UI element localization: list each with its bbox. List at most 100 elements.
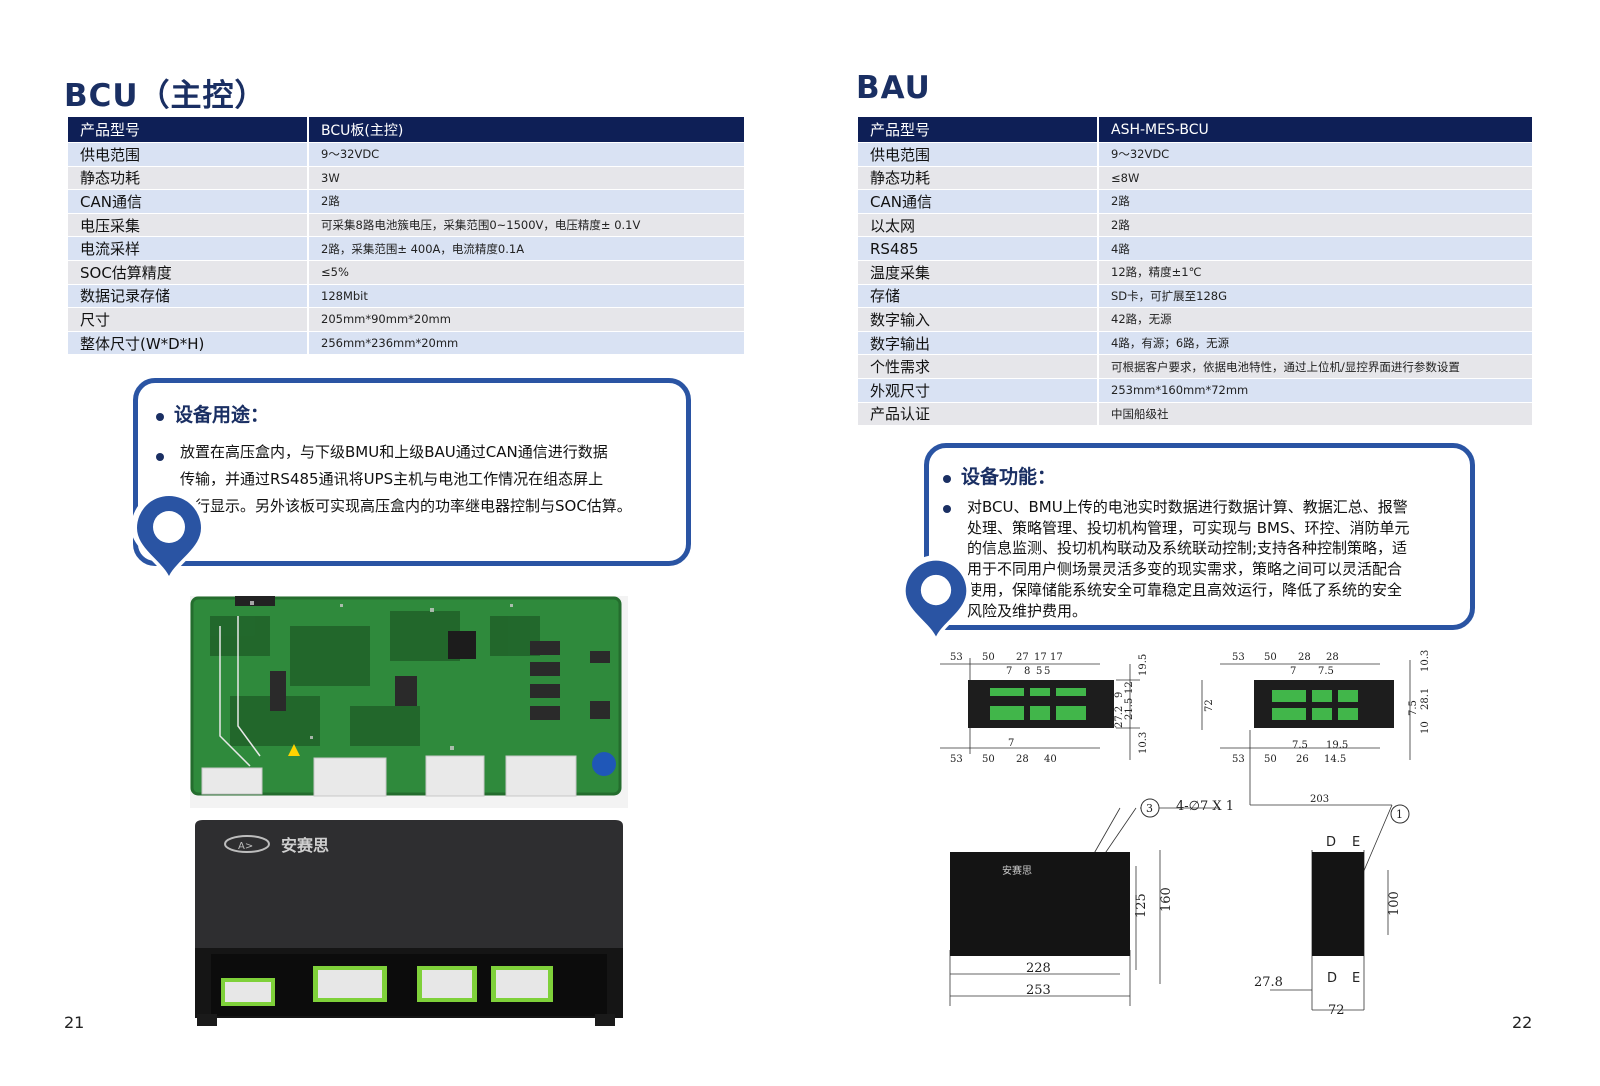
- dim-label: 50: [1264, 754, 1277, 765]
- table-header-row: 产品型号 ASH-MES-BCU: [858, 117, 1532, 143]
- dim-label: 8: [1024, 666, 1030, 677]
- label-d-bottom: D: [1327, 971, 1337, 986]
- table-row: SOC估算精度≤5%: [68, 260, 744, 285]
- table-row: 静态功耗≤8W: [858, 166, 1532, 191]
- row-value: SD卡，可扩展至128G: [1098, 284, 1532, 309]
- row-key: 数字输入: [858, 307, 1099, 332]
- dim-label: 10: [1420, 721, 1431, 734]
- dim-label: 7.5: [1292, 740, 1308, 751]
- header-value: ASH-MES-BCU: [1098, 117, 1532, 143]
- dim-label: 7.5: [1318, 666, 1334, 677]
- dim-100: 100: [1387, 891, 1402, 916]
- row-value: 4路，有源；6路，无源: [1098, 331, 1532, 356]
- table-row: 个性需求可根据客户要求，依据电池特性，通过上位机/显控界面进行参数设置: [858, 354, 1532, 379]
- row-key: 产品认证: [858, 402, 1099, 427]
- row-value: 12路，精度±1℃: [1098, 260, 1532, 285]
- row-value: 2路: [1098, 213, 1532, 238]
- header-value: BCU板(主控): [308, 117, 744, 143]
- dim-label: 17: [1050, 652, 1063, 663]
- row-key: 温度采集: [858, 260, 1099, 285]
- dim-label: 19.5: [1326, 740, 1348, 751]
- page-number: 22: [1512, 1013, 1533, 1032]
- bullet-icon: [943, 475, 951, 483]
- row-key: CAN通信: [858, 189, 1099, 214]
- header-key: 产品型号: [858, 117, 1099, 143]
- label-d-top: D: [1326, 835, 1336, 850]
- dim-27-8: 27.8: [1254, 975, 1283, 990]
- row-value: 可采集8路电池簇电压，采集范围0~1500V，电压精度± 0.1V: [308, 213, 744, 238]
- dim-label: 10.3: [1138, 732, 1149, 754]
- table-row: 电压采集可采集8路电池簇电压，采集范围0~1500V，电压精度± 0.1V: [68, 213, 744, 238]
- row-value: 42路，无源: [1098, 307, 1532, 332]
- card-line: 的信息监测、投切机构联动及系统联动控制;支持各种控制策略，适: [967, 539, 1408, 558]
- dim-253: 253: [1026, 983, 1051, 998]
- bcu-board-photo: [190, 596, 628, 808]
- label-e-bottom: E: [1352, 971, 1360, 986]
- row-key: 静态功耗: [68, 166, 309, 191]
- dim-label: 28: [1326, 652, 1339, 663]
- dimension-drawing: 安赛思 3 1 4-∅7 X 1 203 228 253 125 160 100…: [940, 650, 1431, 1018]
- card-heading: 设备用途：: [174, 404, 270, 426]
- bullet-icon: [156, 453, 164, 461]
- dim-label: 50: [982, 754, 995, 765]
- dim-label: 21.5: [1124, 698, 1135, 720]
- dim-160: 160: [1159, 887, 1174, 912]
- bullet-icon: [156, 413, 164, 421]
- dim-label: 27: [1016, 652, 1029, 663]
- dim-label: 53: [950, 652, 963, 663]
- row-value: 可根据客户要求，依据电池特性，通过上位机/显控界面进行参数设置: [1098, 354, 1532, 379]
- callout-3: 3: [1146, 802, 1153, 815]
- row-key: 以太网: [858, 213, 1099, 238]
- dim-label: 53: [950, 754, 963, 765]
- dim-label: 7: [1008, 738, 1014, 749]
- dim-228: 228: [1026, 961, 1051, 976]
- card-line: 用于不同用户侧场景灵活多变的现实需求，策略之间可以灵活配合: [967, 560, 1403, 579]
- dim-label: 14.5: [1324, 754, 1346, 765]
- usage-card: 设备用途： 放置在高压盒内，与下级BMU和上级BAU通过CAN通信进行数据 传输…: [133, 378, 691, 566]
- dim-72: 72: [1328, 1003, 1345, 1018]
- dim-label: 50: [982, 652, 995, 663]
- card-line: 使用，保障储能系统安全可靠稳定且高效运行，降低了系统的安全: [967, 580, 1403, 599]
- row-key: 数字输出: [858, 331, 1099, 356]
- row-value: 205mm*90mm*20mm: [308, 307, 744, 332]
- dim-label: 72: [1204, 699, 1215, 712]
- bullet-icon: [943, 505, 951, 513]
- table-header-row: 产品型号 BCU板(主控): [68, 117, 744, 143]
- row-key: 供电范围: [858, 142, 1099, 167]
- page-number: 21: [64, 1013, 85, 1032]
- location-pin-icon: [131, 490, 207, 582]
- table-row: 产品认证中国船级社: [858, 402, 1532, 427]
- card-line: 处理、策略管理、投切机构管理，可实现与 BMS、环控、消防单元: [967, 518, 1410, 537]
- dim-label: 28: [1016, 754, 1029, 765]
- logo-mark: A>: [238, 841, 253, 852]
- row-value: ≤5%: [308, 260, 744, 285]
- row-value: 中国船级社: [1098, 402, 1532, 427]
- row-key: CAN通信: [68, 189, 309, 214]
- dim-label: 27.2: [1114, 706, 1125, 728]
- dim-label: 19.5: [1138, 654, 1149, 676]
- hole-note: 4-∅7 X 1: [1176, 799, 1234, 814]
- row-key: RS485: [858, 236, 1099, 261]
- page-title: BAU: [856, 70, 931, 106]
- location-pin-icon: [900, 555, 972, 643]
- dim-label: 7.5: [1408, 700, 1419, 716]
- dim-label: 7: [1290, 666, 1296, 677]
- row-value: 2路，采集范围± 400A，电流精度0.1A: [308, 236, 744, 261]
- dim-label: 53: [1232, 652, 1245, 663]
- dim-125: 125: [1134, 893, 1149, 918]
- row-value: 9～32VDC: [1098, 142, 1532, 167]
- dim-label: 5: [1036, 666, 1042, 677]
- dim-label: 10.3: [1420, 650, 1431, 672]
- dim-label: 12: [1124, 681, 1135, 694]
